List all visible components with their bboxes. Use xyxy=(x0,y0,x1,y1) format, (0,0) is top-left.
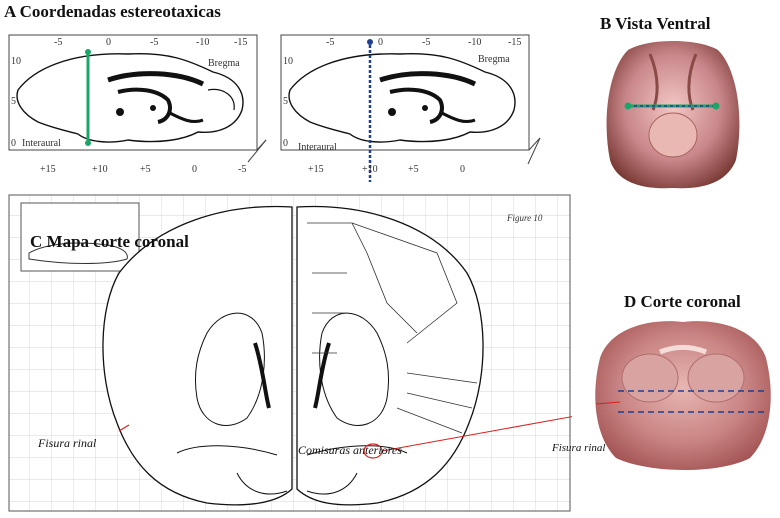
panel-b-title: B Vista Ventral xyxy=(600,14,711,34)
top-tick: -15 xyxy=(234,37,247,48)
bregma-label: Bregma xyxy=(208,58,240,69)
top-tick: -15 xyxy=(508,37,521,48)
bottom-tick: -5 xyxy=(238,164,246,175)
bottom-tick: +15 xyxy=(308,164,324,175)
side-tick: 10 xyxy=(283,56,293,67)
figure-label: Figure 10 xyxy=(506,213,543,223)
panel-d-title: D Corte coronal xyxy=(624,292,741,312)
fisura-rinal-label-c: Fisura rinal xyxy=(38,436,96,451)
ventral-photo-svg xyxy=(598,40,748,190)
top-tick: -5 xyxy=(54,37,62,48)
bregma-label: Bregma xyxy=(478,54,510,65)
bottom-tick-labels: +15 +10 +5 0 xyxy=(308,164,465,175)
fisura-rinal-label-d: Fisura rinal xyxy=(552,442,605,454)
top-tick: 0 xyxy=(106,37,111,48)
bottom-tick: +5 xyxy=(140,164,151,175)
coronal-photo-svg xyxy=(590,318,776,476)
interaural-label: Interaural xyxy=(22,138,61,149)
top-tick: 0 xyxy=(378,37,383,48)
bottom-tick-labels: +15 +10 +5 0 -5 xyxy=(40,164,246,175)
panel-a-title: A Coordenadas estereotaxicas xyxy=(4,2,221,22)
bottom-tick: 0 xyxy=(192,164,197,175)
side-tick: 5 xyxy=(283,96,288,107)
sagittal-diagram-left: -5 0 -5 -10 -15 10 5 0 Bregma Interaural… xyxy=(8,32,270,182)
top-tick: -5 xyxy=(326,37,334,48)
bottom-tick: +10 xyxy=(92,164,108,175)
bottom-tick: 0 xyxy=(460,164,465,175)
side-tick: 10 xyxy=(11,56,21,67)
top-tick: -10 xyxy=(196,37,209,48)
side-tick: 0 xyxy=(11,138,16,149)
sagittal-right-svg: -5 0 -5 -10 -15 10 5 0 Bregma Interaural… xyxy=(280,32,544,182)
ventral-brain-photo xyxy=(598,40,748,190)
coronal-section-photo xyxy=(590,318,776,476)
bottom-tick: +5 xyxy=(408,164,419,175)
panel-c-title: C Mapa corte coronal xyxy=(30,232,189,252)
top-tick: -5 xyxy=(150,37,158,48)
comisuras-anteriores-label: Comisuras anteriores xyxy=(298,443,402,458)
bottom-tick: +10 xyxy=(362,164,378,175)
bottom-tick: +15 xyxy=(40,164,56,175)
sagittal-left-svg: -5 0 -5 -10 -15 10 5 0 Bregma Interaural… xyxy=(8,32,270,182)
top-tick: -5 xyxy=(422,37,430,48)
side-tick: 0 xyxy=(283,138,288,149)
sagittal-diagram-right: -5 0 -5 -10 -15 10 5 0 Bregma Interaural… xyxy=(280,32,544,182)
interaural-label: Interaural xyxy=(298,142,337,153)
top-tick: -10 xyxy=(468,37,481,48)
side-tick: 5 xyxy=(11,96,16,107)
